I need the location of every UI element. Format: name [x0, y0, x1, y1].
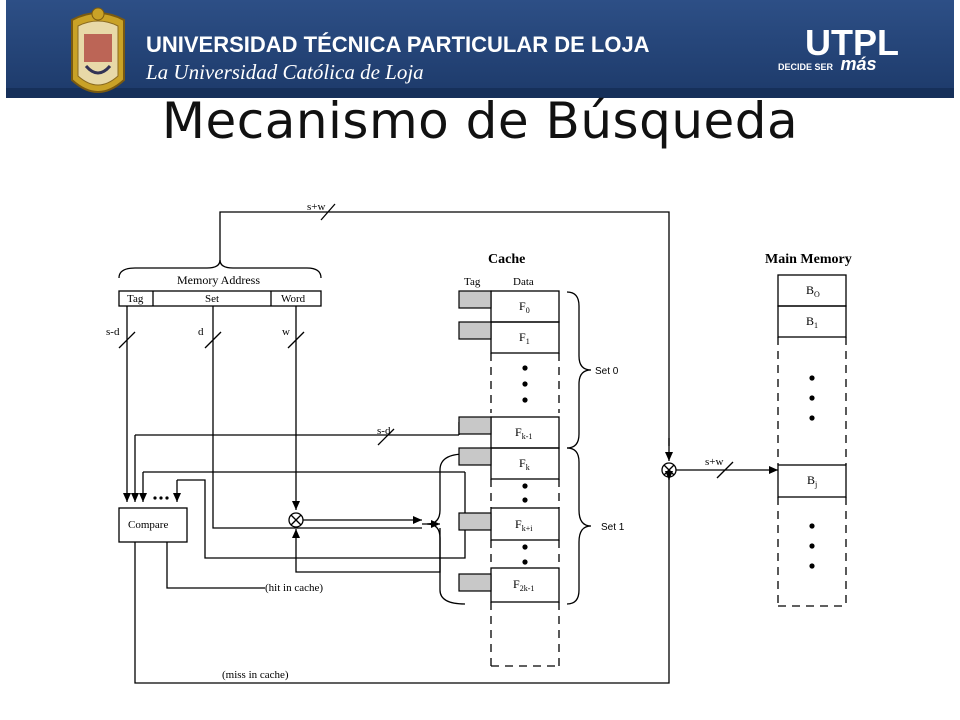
cache-line-f2k-1: F2k-1 [513, 577, 534, 593]
hit-line [166, 542, 265, 589]
memory-address-brace [118, 259, 322, 279]
set-associative-cache-diagram: Memory Address Tag Set Word s+w s-d d w … [106, 201, 852, 684]
cache-line-fk-1: Fk-1 [515, 425, 532, 441]
main-memory-title: Main Memory [765, 252, 852, 267]
memory-block-b1: B1 [806, 314, 818, 330]
set1-brace [566, 447, 592, 605]
cache-title: Cache [488, 252, 525, 267]
cache-line-f1: F1 [519, 330, 530, 346]
field-tag-label: Tag [127, 293, 144, 305]
set-bus-label: d [198, 326, 204, 338]
top-address-bus [219, 211, 670, 446]
compare-box [118, 507, 188, 543]
memory-bus-label: s+w [705, 456, 723, 468]
memory-block-bj: Bj [807, 473, 817, 489]
miss-line [134, 478, 670, 684]
ellipsis-dots [153, 365, 815, 569]
compare-label: Compare [128, 519, 168, 531]
utpl-slogan-prefix: DECIDE SER [778, 62, 834, 72]
top-bus-label: s+w [307, 201, 325, 213]
hit-label: (hit in cache) [265, 582, 323, 594]
set1-label: Set 1 [601, 522, 625, 533]
utpl-slogan-emphasis: más [840, 54, 876, 74]
utpl-slogan: DECIDE SER más [778, 54, 877, 74]
memory-address-label: Memory Address [177, 273, 260, 287]
set0-label: Set 0 [595, 366, 619, 377]
set0-brace [566, 291, 592, 449]
utpl-logo-text: UTPL [805, 22, 899, 63]
field-word-label: Word [281, 293, 306, 305]
cache-data-header: Data [513, 276, 534, 288]
banner-background [6, 0, 954, 98]
tag-bus-label: s-d [106, 326, 120, 338]
address-field-box [118, 290, 322, 307]
header-banner: UNIVERSIDAD TÉCNICA PARTICULAR DE LOJA L… [0, 0, 960, 102]
main-memory-column [777, 274, 847, 607]
set-bus [212, 306, 422, 529]
memory-block-b0: BO [806, 283, 820, 299]
university-name: UNIVERSIDAD TÉCNICA PARTICULAR DE LOJA [146, 32, 650, 57]
field-set-label: Set [205, 293, 219, 305]
university-tagline: La Universidad Católica de Loja [145, 60, 424, 84]
miss-label: (miss in cache) [222, 669, 289, 681]
cache-tag-cells [458, 290, 492, 592]
cache-data-column [490, 290, 560, 667]
slide-title: Mecanismo de Búsqueda [161, 92, 799, 150]
compare-bus-label: s-d [377, 425, 391, 437]
cache-line-fk-i: Fk+i [515, 517, 533, 533]
cache-line-fk: Fk [519, 456, 530, 472]
cache-line-f0: F0 [519, 299, 530, 315]
set1-select-brace [426, 453, 466, 605]
cache-tag-header: Tag [464, 276, 481, 288]
word-bus-label: w [282, 326, 290, 338]
university-crest-icon [71, 7, 125, 93]
